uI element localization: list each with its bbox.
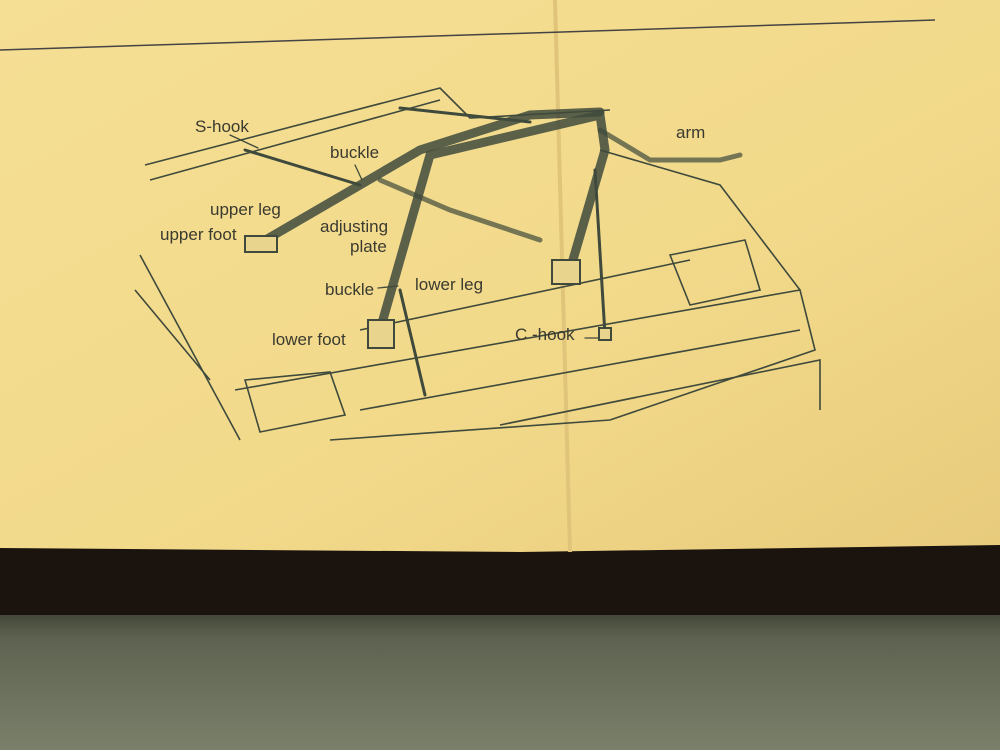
top-strap <box>398 106 532 124</box>
label-lower-leg: lower leg <box>415 275 483 294</box>
label-lower-foot: lower foot <box>272 330 346 349</box>
paper-shadow <box>0 545 1000 615</box>
label-upper-foot: upper foot <box>160 225 237 244</box>
upper-leg <box>257 107 605 247</box>
pointer-buckle-lower <box>377 285 399 289</box>
c-hook <box>598 327 612 341</box>
rack <box>229 106 743 397</box>
label-c-hook: C -hook <box>515 325 575 344</box>
upper-foot <box>244 235 278 253</box>
label-buckle-lower: buckle <box>325 280 374 299</box>
lower-leg <box>375 109 610 335</box>
label-s-hook: S-hook <box>195 117 249 136</box>
arm <box>377 127 743 243</box>
top-rule <box>0 19 936 51</box>
car-outline <box>134 87 821 441</box>
label-upper-leg: upper leg <box>210 200 281 219</box>
paper-sheet <box>0 0 1000 552</box>
lower-strap <box>398 288 427 397</box>
pointer-buckle <box>354 164 363 181</box>
label-arm: arm <box>676 123 705 142</box>
lower-foot <box>367 319 395 349</box>
label-plate: plate <box>350 237 387 256</box>
label-adjusting: adjusting <box>320 217 388 236</box>
pointer-s-hook <box>229 134 259 149</box>
carpet <box>0 590 1000 750</box>
c-hook-strap <box>593 168 607 337</box>
s-hook-strap <box>243 148 362 187</box>
right-foot <box>551 259 581 285</box>
label-buckle-upper: buckle <box>330 143 379 162</box>
